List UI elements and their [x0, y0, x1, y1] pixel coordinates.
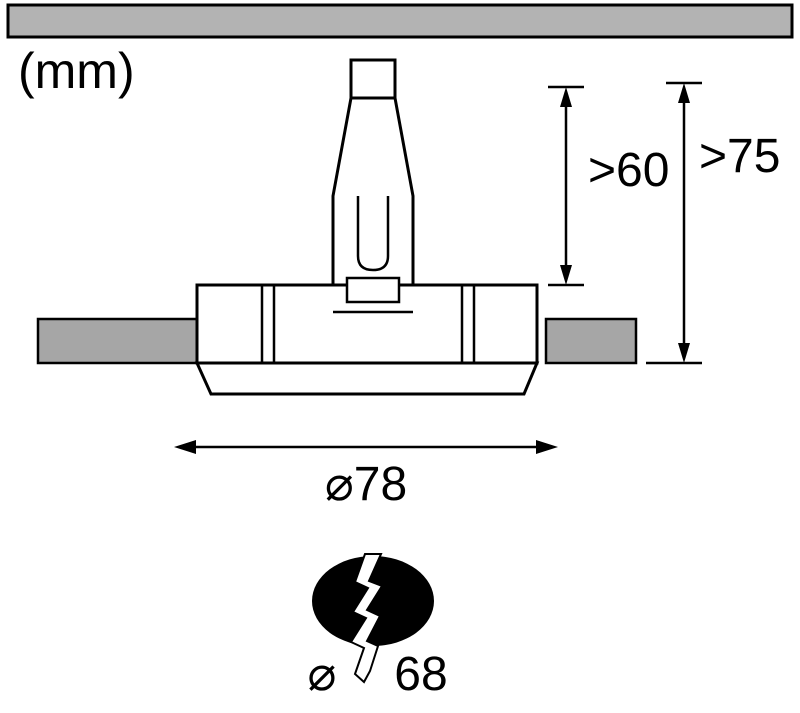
cutout-diameter-symbol: ⌀: [308, 648, 337, 701]
ceiling-cross-section-right: [544, 317, 638, 365]
ceiling-bar: [6, 3, 794, 39]
cutout-diameter-value: 68: [394, 648, 447, 701]
dim78-arrow-right-icon: [536, 440, 558, 454]
cutout-symbol: ⌀ 68: [308, 553, 448, 701]
connector-top-block: [349, 58, 397, 100]
dim-recess-depth-label: >60: [588, 144, 669, 197]
dimension-total-depth: >75: [646, 81, 780, 365]
ceiling-cross-section-left: [36, 317, 199, 365]
dim60-arrow-up-icon: [560, 87, 572, 107]
connector-cone-left-edge: [331, 97, 353, 285]
dim75-arrow-down-icon: [678, 343, 690, 363]
connector-cone-right-edge: [393, 97, 415, 285]
clamp-block: [345, 276, 401, 304]
unit-label: (mm): [18, 43, 135, 99]
dimension-outer-diameter: ⌀78: [174, 440, 558, 511]
dim75-arrow-up-icon: [678, 83, 690, 103]
cable-clamp-channel: [356, 196, 390, 272]
crack-zigzag-icon: [349, 553, 384, 684]
bezel-trapezoid: [194, 361, 540, 396]
dim-total-depth-label: >75: [699, 130, 780, 183]
dimension-recess-depth: >60: [548, 85, 669, 287]
dim60-arrow-down-icon: [560, 265, 572, 285]
dim-outer-diameter-label: ⌀78: [325, 458, 407, 511]
dim78-arrow-left-icon: [174, 440, 196, 454]
